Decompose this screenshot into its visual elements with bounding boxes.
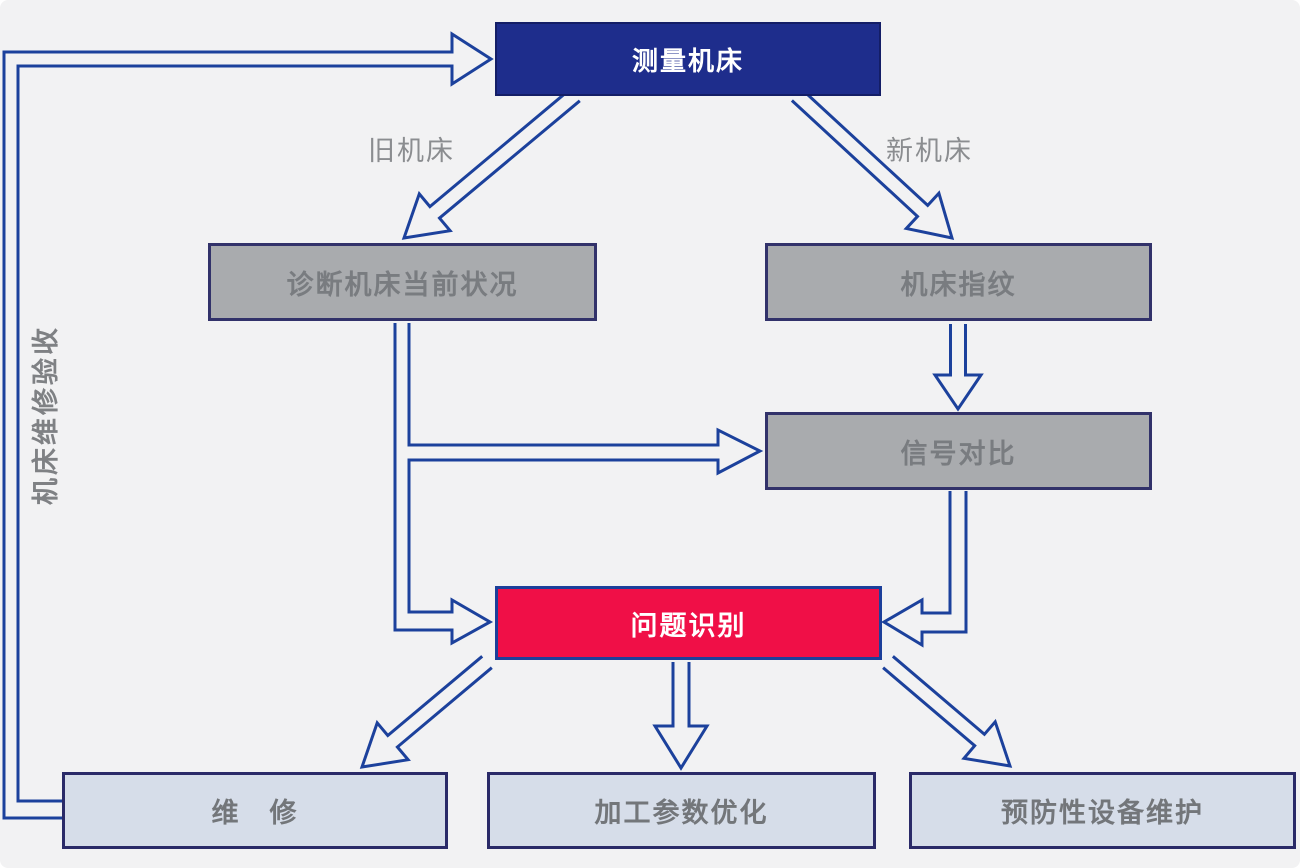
node-repair-label: 维 修	[211, 798, 299, 828]
edge-label-repair-acceptance: 机床维修验收	[31, 325, 61, 505]
node-measure-machine-label: 测量机床	[631, 45, 744, 76]
node-signal-comparison: 信号对比	[765, 412, 1152, 490]
node-diagnose-current-condition-label: 诊断机床当前状况	[286, 269, 519, 300]
arrow-measure-to-diagnose	[401, 88, 581, 240]
node-machine-fingerprint: 机床指纹	[765, 243, 1152, 321]
node-machine-fingerprint-label: 机床指纹	[900, 269, 1017, 300]
arrow-signal-to-problem	[881, 491, 968, 648]
node-measure-machine: 测量机床	[495, 22, 881, 96]
edge-label-new-machine: 新机床	[886, 136, 973, 166]
arrow-measure-to-fingerprint	[790, 88, 955, 240]
node-repair: 维 修	[62, 772, 448, 849]
edge-label-old-machine: 旧机床	[368, 136, 455, 166]
arrow-fingerprint-to-signal	[932, 324, 984, 412]
node-problem-identification-label: 问题识别	[630, 610, 747, 641]
arrow-problem-to-preventive	[882, 655, 1013, 768]
node-preventive-equipment-maintenance: 预防性设备维护	[909, 772, 1296, 849]
node-machining-parameter-optimization: 加工参数优化	[487, 772, 876, 849]
arrow-repair-to-measure	[2, 31, 494, 820]
node-diagnose-current-condition: 诊断机床当前状况	[208, 243, 597, 321]
node-preventive-equipment-maintenance-label: 预防性设备维护	[1001, 798, 1204, 828]
arrow-diagnose-branches	[393, 323, 764, 646]
node-problem-identification: 问题识别	[495, 586, 882, 660]
arrow-problem-to-param	[652, 662, 710, 771]
node-signal-comparison-label: 信号对比	[900, 438, 1017, 469]
node-machining-parameter-optimization-label: 加工参数优化	[594, 798, 769, 828]
arrow-problem-to-repair	[359, 655, 493, 769]
